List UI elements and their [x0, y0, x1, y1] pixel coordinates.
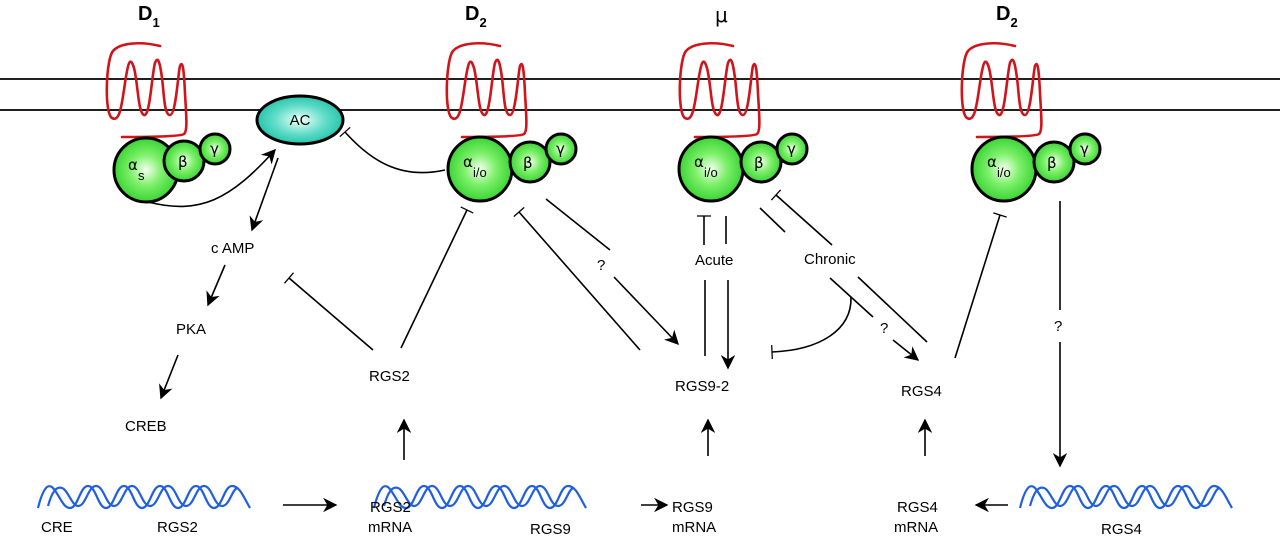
chronic-label: Chronic	[804, 251, 856, 268]
question-mark-2: ?	[880, 320, 888, 337]
d2-right-receptor-icon	[960, 41, 1043, 139]
svg-text:γ: γ	[210, 140, 219, 158]
g-protein-d2: α i/o β γ	[446, 132, 578, 203]
svg-text:α: α	[463, 153, 473, 171]
rgs4-mrna-suffix: mRNA	[894, 519, 938, 536]
adenylyl-cyclase	[255, 94, 345, 146]
g-protein-mu: α i/o β γ	[677, 132, 809, 203]
svg-text:α: α	[128, 156, 138, 174]
svg-text:s: s	[138, 168, 145, 183]
edge-chronic-inhibit-mu	[770, 189, 833, 246]
svg-text:i/o: i/o	[997, 165, 1011, 180]
edge-rgs4-inhibit-ai	[954, 212, 1007, 359]
g-protein-d2-right: α i/o β γ	[970, 132, 1102, 203]
svg-text:i/o: i/o	[704, 165, 718, 180]
edge-rgs2-inhibit-ai	[400, 206, 474, 349]
svg-text:α: α	[694, 153, 704, 171]
pka-label: PKA	[176, 321, 206, 338]
svg-text:β: β	[523, 154, 533, 172]
svg-text:β: β	[1047, 154, 1057, 172]
svg-text:γ: γ	[787, 140, 796, 158]
rgs9-mrna-label: RGS9	[672, 499, 713, 516]
svg-text:β: β	[754, 154, 764, 172]
edge-camp-to-pka	[206, 264, 226, 307]
svg-text:α: α	[987, 153, 997, 171]
receptor-label-mu: μ	[715, 3, 728, 27]
mu-receptor-icon	[678, 41, 761, 139]
gene-rgs2-label: RGS2	[157, 519, 198, 536]
svg-text:i/o: i/o	[473, 165, 487, 180]
gene-rgs4-label: RGS4	[1101, 521, 1142, 538]
creb-label: CREB	[125, 418, 167, 435]
g-protein-d1: α s β γ	[112, 132, 232, 204]
edge-ac-to-camp	[249, 157, 279, 232]
edge-ai-inhibit-ac	[339, 126, 446, 174]
rgs9-2-label: RGS9-2	[675, 378, 729, 395]
camp-label: c AMP	[211, 240, 254, 257]
rgs4-mrna-label: RGS4	[897, 499, 938, 516]
receptor-label-d2-right: D2	[996, 3, 1018, 30]
dna-rgs4-icon	[1018, 484, 1234, 510]
receptor-label-d1: D1	[138, 3, 160, 30]
receptor-label-d2: D2	[465, 3, 487, 30]
question-mark-3: ?	[1054, 318, 1062, 335]
rgs2-mrna-suffix: mRNA	[368, 519, 412, 536]
question-mark-1: ?	[597, 257, 605, 274]
edge-ai-d2-to-rgs9-a	[545, 198, 611, 251]
rgs9-mrna-suffix: mRNA	[672, 519, 716, 536]
rgs4-label: RGS4	[901, 383, 942, 400]
edge-rgs2-inhibit-camp	[283, 272, 374, 351]
gene-cre-label: CRE	[41, 519, 73, 536]
acute-label: Acute	[695, 252, 733, 269]
svg-text:β: β	[178, 153, 188, 171]
rgs2-label: RGS2	[369, 368, 410, 385]
d2-receptor-icon	[445, 41, 528, 139]
rgs2-mrna-label: RGS2	[370, 499, 411, 516]
ac-label: AC	[290, 112, 311, 129]
edge-as-to-ac	[147, 148, 276, 208]
dna-rgs2-icon	[36, 484, 252, 510]
edge-chronic-to-rgs4	[892, 339, 920, 361]
gene-rgs9-label: RGS9	[530, 521, 571, 538]
edge-chronic-d	[857, 276, 928, 343]
edge-rgs9-inhibit-ai-d2	[513, 206, 641, 351]
d1-receptor-icon	[105, 41, 188, 139]
edge-chronic-inhibit-rgs9	[771, 296, 852, 360]
edge-ai-d2-to-rgs9-b	[613, 276, 679, 346]
svg-text:γ: γ	[556, 140, 565, 158]
edge-chronic-a	[759, 207, 786, 233]
edge-pka-to-creb	[159, 354, 179, 400]
svg-text:γ: γ	[1080, 140, 1089, 158]
